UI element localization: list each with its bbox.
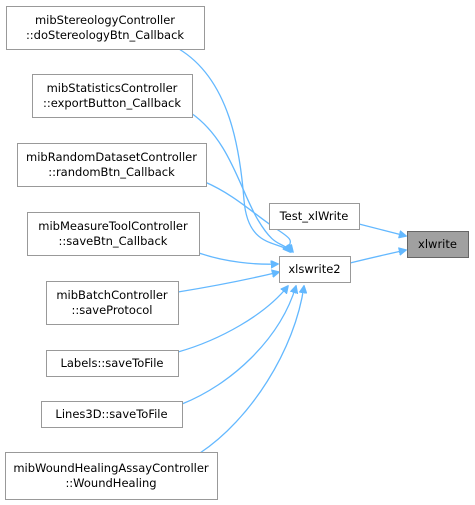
node-stereology-controller[interactable]: mibStereologyController ::doStereologyBt…: [6, 6, 205, 50]
node-box: [5, 452, 218, 500]
node-wound-healing-controller[interactable]: mibWoundHealingAssayController ::WoundHe…: [5, 452, 218, 500]
node-label-line-1: xlwrite: [418, 237, 457, 251]
edge-n8-to-xls2: [199, 286, 304, 454]
node-label-line-1: mibMeasureToolController: [38, 219, 188, 233]
node-label-line-1: Lines3D::saveToFile: [55, 407, 167, 421]
node-box: [41, 401, 183, 428]
node-label-line-2: ::exportButton_Callback: [43, 96, 181, 110]
node-label-line-2: ::saveBtn_Callback: [59, 234, 168, 248]
node-test-xlwrite[interactable]: Test_xlWrite: [269, 203, 360, 230]
node-label-line-1: mibBatchController: [56, 288, 168, 302]
node-lines3d-save[interactable]: Lines3D::saveToFile: [41, 401, 183, 428]
node-box: [17, 143, 207, 187]
node-label-line-2: ::WoundHealing: [65, 476, 156, 490]
node-label-line-1: mibRandomDatasetController: [26, 150, 197, 164]
node-xlwrite[interactable]: xlwrite: [407, 231, 469, 258]
node-box: [269, 203, 360, 230]
node-box: [46, 350, 179, 377]
node-random-dataset-controller[interactable]: mibRandomDatasetController ::randomBtn_C…: [17, 143, 207, 187]
node-measure-tool-controller[interactable]: mibMeasureToolController ::saveBtn_Callb…: [27, 212, 200, 256]
node-box: [279, 256, 351, 283]
node-box: [6, 6, 205, 50]
node-label-line-1: mibStereologyController: [35, 13, 175, 27]
node-statistics-controller[interactable]: mibStatisticsController ::exportButton_C…: [32, 74, 193, 118]
node-label-line-2: ::saveProtocol: [71, 303, 152, 317]
node-label-line-1: mibStatisticsController: [47, 81, 178, 95]
edge-n4-to-xls2: [198, 252, 278, 264]
edge-n6-to-xls2: [177, 286, 288, 353]
edge-test-to-xlw: [358, 223, 406, 236]
node-box: [32, 74, 193, 118]
node-box: [27, 212, 200, 256]
node-label-line-2: ::randomBtn_Callback: [48, 165, 175, 179]
node-box: [407, 231, 469, 258]
node-labels-save[interactable]: Labels::saveToFile: [46, 350, 179, 377]
node-label-line-2: ::doStereologyBtn_Callback: [26, 28, 184, 42]
node-batch-controller[interactable]: mibBatchController ::saveProtocol: [46, 281, 179, 325]
edge-n7-to-xls2: [181, 286, 296, 405]
node-box: [46, 281, 179, 325]
node-label-line-1: Labels::saveToFile: [60, 356, 163, 370]
edge-n5-to-xls2: [177, 272, 279, 293]
node-label-line-1: xlswrite2: [288, 262, 340, 276]
node-xlswrite2[interactable]: xlswrite2: [279, 256, 351, 283]
edge-xls2-to-xlw: [349, 250, 406, 264]
node-label-line-1: Test_xlWrite: [279, 209, 349, 223]
edge-layer: [177, 48, 406, 454]
node-label-line-1: mibWoundHealingAssayController: [13, 461, 209, 475]
